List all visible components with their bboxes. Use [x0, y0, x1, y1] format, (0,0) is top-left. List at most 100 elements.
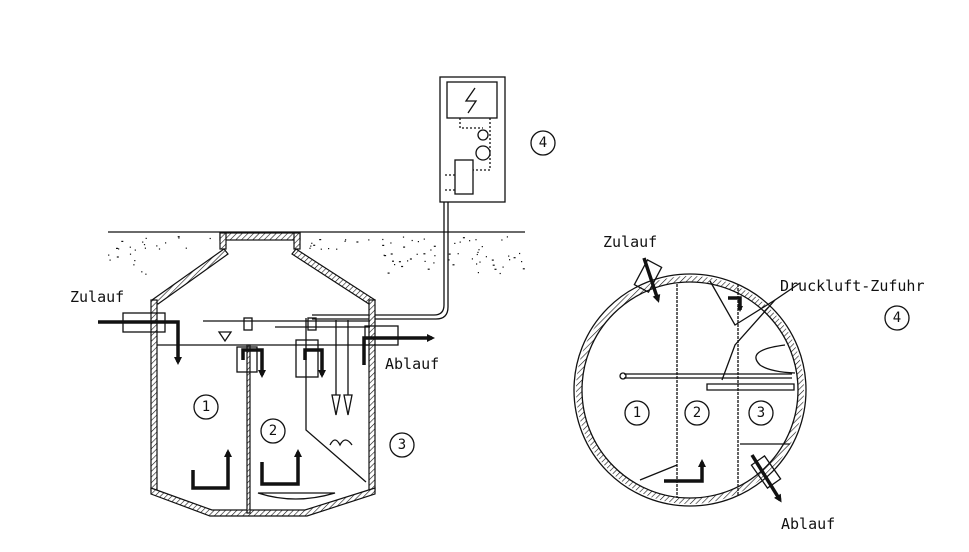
soil-speck: [471, 258, 473, 260]
soil-speck: [411, 239, 413, 242]
soil-speck: [508, 255, 510, 257]
soil-speck: [313, 244, 316, 246]
soil-speck: [452, 264, 455, 266]
soil-speck: [401, 265, 404, 268]
soil-speck: [116, 247, 118, 249]
soil-speck: [310, 245, 312, 247]
svg-text:3: 3: [398, 437, 406, 453]
soil-speck: [142, 241, 144, 243]
soil-speck: [319, 239, 322, 241]
soil-speck: [344, 240, 346, 242]
air-hose: [312, 202, 445, 316]
soil-speck: [457, 253, 459, 255]
plan-control-unit-marker: 4: [884, 305, 910, 331]
soil-speck: [427, 268, 430, 270]
soil-speck: [118, 248, 120, 250]
soil-speck: [141, 271, 143, 273]
chamber-2-marker: 2: [260, 418, 286, 444]
soil-speck: [402, 236, 405, 238]
soil-speck: [116, 256, 119, 258]
lightning-icon: [464, 87, 478, 114]
soil-speck: [409, 258, 412, 260]
soil-speck: [459, 241, 461, 243]
soil-speck: [311, 242, 313, 244]
soil-speck: [407, 260, 409, 262]
motor-icon: [477, 129, 489, 141]
soil-speck: [501, 239, 503, 241]
compressor-icon: [475, 145, 491, 161]
valve-block: [454, 159, 474, 195]
soil-speck: [477, 272, 479, 274]
svg-text:2: 2: [269, 423, 277, 439]
soil-speck: [383, 254, 385, 256]
soil-speck: [469, 240, 471, 242]
soil-speck: [398, 261, 401, 263]
soil-speck: [134, 249, 136, 251]
outlet-label: Ablauf: [385, 355, 439, 373]
soil-speck: [491, 259, 494, 261]
soil-speck: [185, 247, 187, 249]
soil-speck: [156, 245, 158, 247]
soil-speck: [481, 246, 483, 248]
water-level-icon: [217, 331, 233, 343]
soil-speck: [447, 259, 450, 261]
soil-speck: [158, 248, 161, 250]
soil-speck: [417, 241, 419, 243]
soil-speck: [509, 259, 511, 261]
soil-speck: [390, 253, 393, 255]
soil-speck: [506, 236, 508, 238]
soil-speck: [479, 261, 481, 263]
soil-speck: [209, 237, 211, 240]
outlet-flow-arrow: [362, 334, 435, 365]
outlet-pipe: [364, 325, 399, 346]
soil-speck: [133, 264, 135, 266]
soil-speck: [434, 255, 436, 257]
soil-speck: [165, 242, 167, 244]
flow-arrow: [260, 449, 302, 486]
soil-speck: [387, 272, 390, 274]
soil-speck: [478, 249, 480, 251]
soil-speck: [502, 266, 504, 268]
soil-speck: [144, 247, 146, 249]
soil-speck: [145, 237, 147, 239]
control-unit-marker: 4: [530, 130, 556, 156]
soil-speck: [403, 246, 406, 248]
soil-speck: [521, 261, 523, 263]
soil-speck: [121, 240, 124, 242]
plan-chamber-1-marker: 1: [624, 400, 650, 426]
soil-speck: [134, 260, 136, 262]
airlift-pump: [307, 317, 317, 331]
soil-speck: [129, 253, 132, 255]
plan-chamber-2-marker: 2: [684, 400, 710, 426]
soil-speck: [368, 239, 370, 241]
soil-speck: [454, 242, 456, 244]
soil-speck: [382, 238, 384, 241]
svg-text:4: 4: [539, 135, 547, 151]
control-cabinet: [439, 76, 506, 203]
soil-speck: [476, 253, 478, 256]
soil-speck: [485, 256, 487, 258]
soil-speck: [145, 273, 147, 275]
chamber-1-marker: 1: [193, 394, 219, 420]
soil-speck: [423, 253, 426, 255]
soil-speck: [309, 247, 311, 249]
flow-arrow: [191, 449, 232, 490]
soil-speck: [129, 246, 131, 248]
inlet-flow-arrow: [98, 320, 182, 365]
svg-text:2: 2: [693, 405, 701, 421]
soil-speck: [416, 253, 418, 255]
soil-speck: [462, 237, 465, 239]
soil-speck: [499, 272, 501, 275]
chamber-3-marker: 3: [389, 432, 415, 458]
airlift-pump: [243, 317, 253, 331]
soil-speck: [492, 264, 495, 266]
soil-speck: [394, 264, 396, 266]
soil-speck: [513, 257, 516, 259]
soil-speck: [384, 255, 387, 257]
plan-view: [573, 257, 807, 507]
soil-speck: [477, 251, 479, 253]
aerator-icon: [331, 394, 353, 416]
soil-speck: [433, 245, 436, 247]
